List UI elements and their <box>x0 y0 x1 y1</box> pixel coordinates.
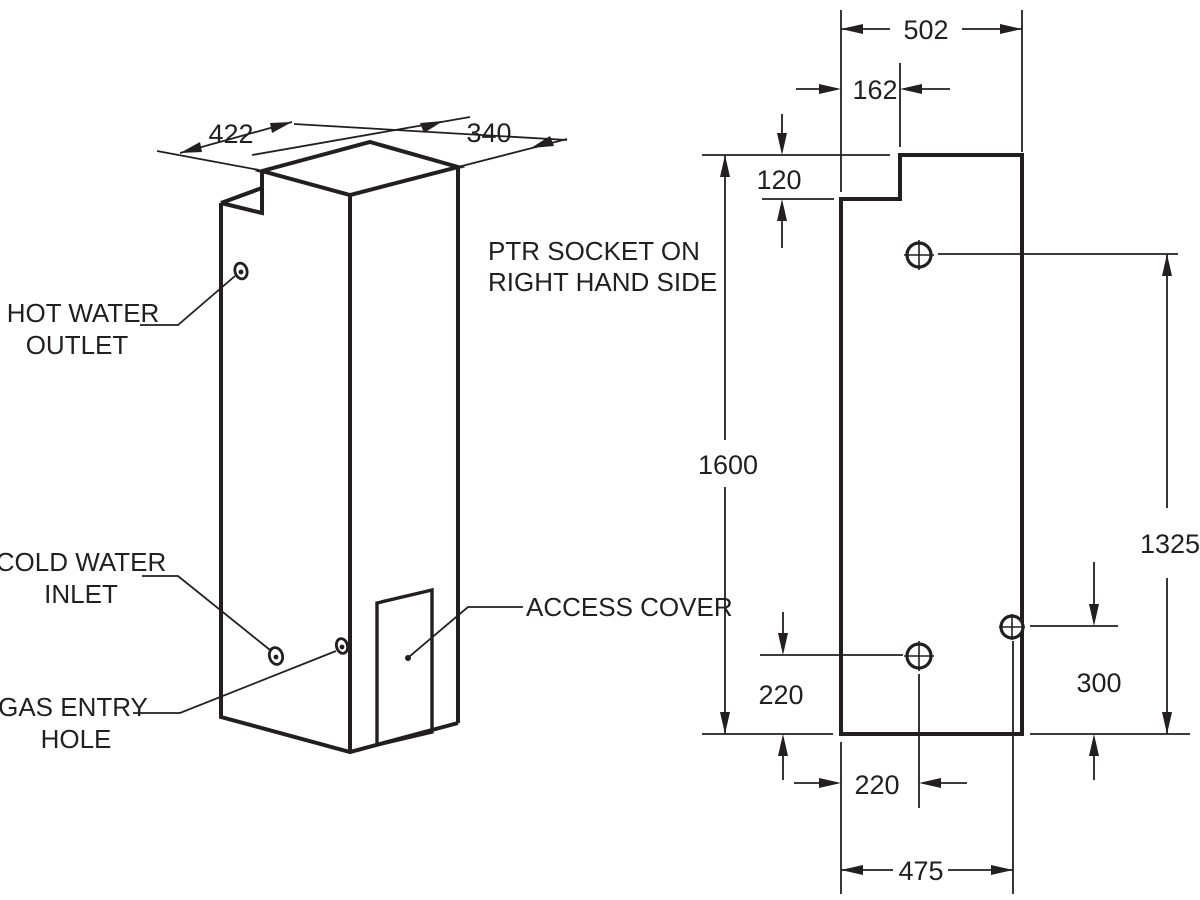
tank-top-face <box>254 139 466 198</box>
elevation-view: 502 162 120 1600 <box>698 10 1200 894</box>
dim-120-label: 120 <box>756 165 801 195</box>
dim-300-label: 300 <box>1076 668 1121 698</box>
isometric-view: 422 340 HOT WATER OUTLET PTR SOCKET ON R… <box>0 116 733 755</box>
dim-162: 162 <box>796 75 950 105</box>
dim-475: 475 <box>841 856 1013 886</box>
hot-water-label-line2: OUTLET <box>26 330 129 360</box>
gas-entry-label-line1: GAS ENTRY <box>0 692 148 722</box>
cold-water-label-line2: INLET <box>44 579 118 609</box>
gas-entry-label-line2: HOLE <box>41 724 112 754</box>
gas-entry-hole <box>334 637 350 655</box>
right-mounting-hole <box>999 614 1025 640</box>
dim-220-horizontal: 220 <box>794 770 967 800</box>
ptr-socket-label-line1: PTR SOCKET ON <box>488 236 700 266</box>
dim-220-horizontal-label: 220 <box>854 770 899 800</box>
hot-water-label-line1: HOT WATER <box>7 298 160 328</box>
dim-1325-label: 1325 <box>1140 529 1200 559</box>
cold-water-leader <box>142 575 271 651</box>
access-cover-leader <box>405 606 523 661</box>
cold-water-label-line1: COLD WATER <box>0 547 166 577</box>
dim-220-vertical-label: 220 <box>758 680 803 710</box>
top-mounting-hole <box>904 240 934 270</box>
dim-502: 502 <box>841 15 1022 45</box>
dim-422-label: 422 <box>208 119 253 149</box>
dim-422: 422 <box>156 119 293 171</box>
lower-mounting-hole <box>904 641 934 671</box>
hot-water-leader <box>140 275 236 326</box>
dim-1325: 1325 <box>1140 254 1200 734</box>
tank-bottom-edges <box>219 203 459 755</box>
dim-162-label: 162 <box>852 75 897 105</box>
hot-water-outlet-hole <box>233 261 249 281</box>
tank-body <box>219 139 466 755</box>
dim-300: 300 <box>1076 562 1122 780</box>
gas-entry-leader <box>133 650 337 714</box>
ptr-socket-label-line2: RIGHT HAND SIDE <box>488 267 717 297</box>
dim-220-vertical: 220 <box>758 612 804 780</box>
dim-1600-label: 1600 <box>698 450 758 480</box>
tank-notch-step <box>220 171 264 216</box>
elevation-panel <box>839 153 1024 736</box>
access-cover-label: ACCESS COVER <box>526 592 733 622</box>
dim-340: 340 <box>251 116 568 168</box>
tank-notch-rim <box>220 186 263 205</box>
dim-502-label: 502 <box>903 15 948 45</box>
dim-340-label: 340 <box>466 118 511 148</box>
dim-1600: 1600 <box>698 155 758 734</box>
dim-120: 120 <box>756 114 802 248</box>
access-cover-panel <box>375 587 434 748</box>
dim-475-label: 475 <box>898 856 943 886</box>
cold-water-inlet-hole <box>267 646 285 666</box>
